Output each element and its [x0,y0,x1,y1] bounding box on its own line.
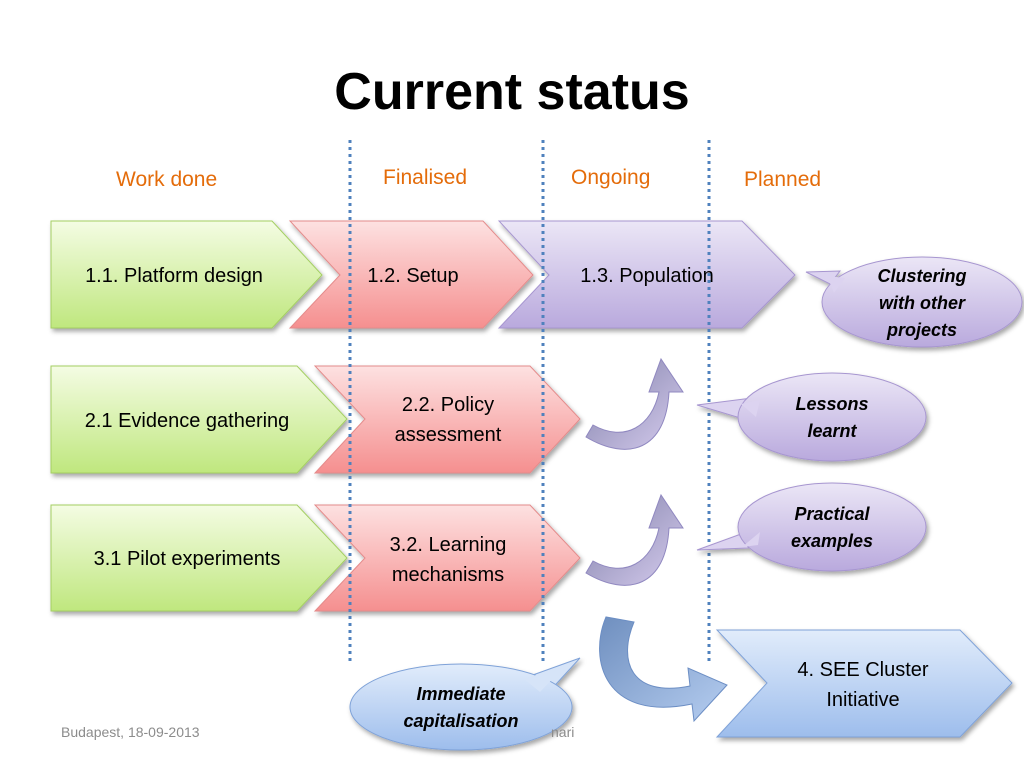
footer-location-date: Budapest, 18-09-2013 [61,724,200,740]
callout-immediate-line2: capitalisation [403,711,518,731]
shape-policy-assessment: 2.2. Policy assessment [313,365,581,474]
shape-see-cluster-line2: Initiative [826,689,899,711]
callout-lessons-line2: learnt [807,421,857,441]
shape-see-cluster-line1: 4. SEE Cluster [797,659,929,681]
column-label-planned: Planned [744,168,822,191]
shape-population: 1.3. Population [497,220,796,329]
shape-learning-mechanisms-line1: 3.2. Learning [390,534,507,556]
callout-practical-line1: Practical [794,504,870,524]
callout-practical-line2: examples [791,531,873,551]
shape-population-label: 1.3. Population [580,265,713,287]
shape-pilot-experiments-label: 3.1 Pilot experiments [94,548,281,570]
column-label-ongoing: Ongoing [571,166,651,189]
shape-setup-label: 1.2. Setup [367,265,458,287]
callout-immediate-line1: Immediate [416,684,505,704]
callout-practical [696,482,927,572]
shape-policy-assessment-line2: assessment [395,424,502,446]
shape-evidence-gathering-label: 2.1 Evidence gathering [85,410,290,432]
shape-evidence-gathering: 2.1 Evidence gathering [50,365,348,474]
shape-policy-assessment-line1: 2.2. Policy [402,394,494,416]
column-label-work-done: Work done [116,168,218,191]
callout-lessons [696,372,927,462]
callout-clustering-line3: projects [886,320,957,340]
callout-clustering-line1: Clustering [877,266,966,286]
shape-learning-mechanisms: 3.2. Learning mechanisms [313,504,581,612]
shape-pilot-experiments: 3.1 Pilot experiments [50,504,348,612]
shape-setup: 1.2. Setup [288,220,534,329]
callout-clustering [805,256,1023,348]
slide-title: Current status [334,63,690,121]
shape-see-cluster: 4. SEE Cluster Initiative [715,629,1013,738]
shape-platform-design-label: 1.1. Platform design [85,265,263,287]
curved-arrow-lessons [585,357,684,450]
callout-immediate [349,657,581,751]
curved-arrow-capitalisation [599,616,728,723]
shape-learning-mechanisms-line2: mechanisms [392,564,504,586]
shape-platform-design: 1.1. Platform design [50,220,323,329]
footer-author-fragment: nari [551,724,575,740]
callout-clustering-line2: with other [879,293,966,313]
curved-arrow-practical [585,493,684,586]
column-label-finalised: Finalised [383,166,468,189]
callout-lessons-line1: Lessons [795,394,868,414]
